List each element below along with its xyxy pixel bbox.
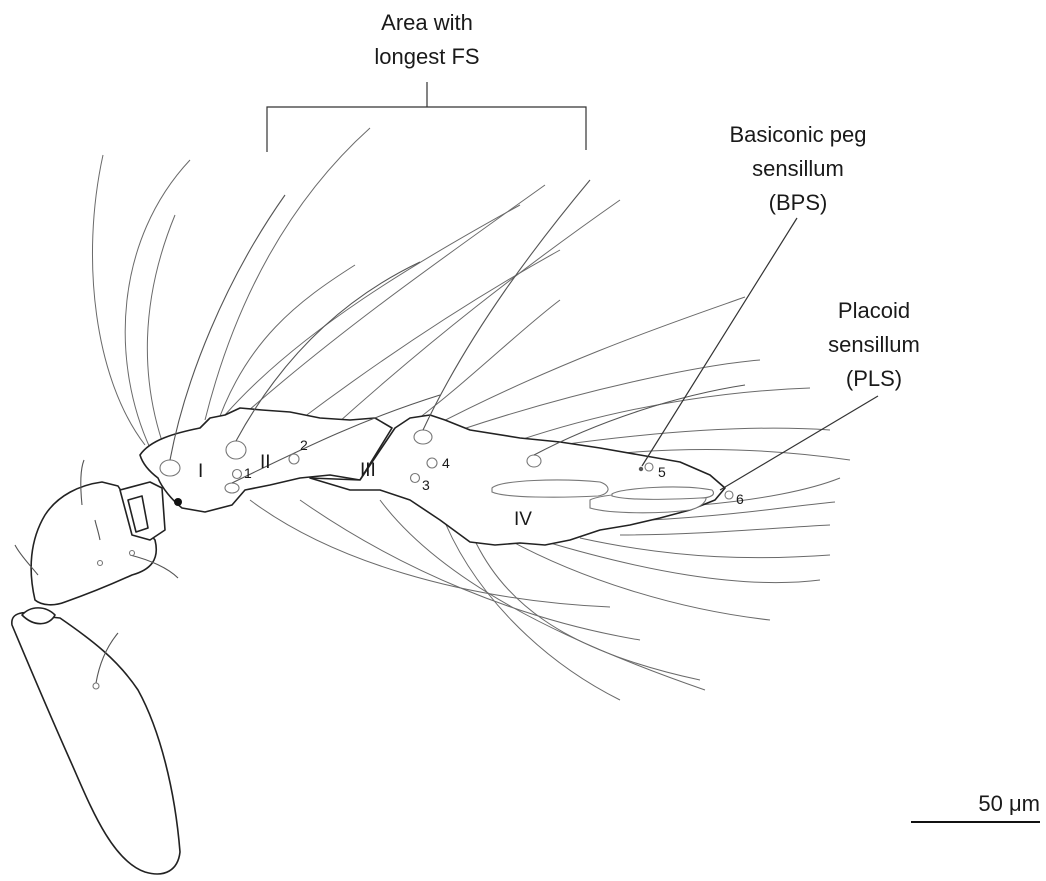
pls-label-line1: Placoid [838, 298, 910, 323]
sensillum-number-4: 4 [442, 455, 450, 471]
bps-label-line3: (BPS) [769, 190, 828, 215]
pigment-spot [174, 498, 182, 506]
segment-label-IV: IV [514, 509, 532, 530]
pls-label-line3: (PLS) [846, 366, 902, 391]
scape-pore [93, 683, 99, 689]
segment-label-II: II [260, 452, 271, 473]
segment-label-I: I [198, 461, 203, 482]
bps-label-line1: Basiconic peg [730, 122, 867, 147]
scape [12, 613, 180, 874]
pls-label-line2: sensillum [828, 332, 920, 357]
sensillum-number-3: 3 [422, 477, 430, 493]
bps-label-line2: sensillum [752, 156, 844, 181]
placoid-sensillum-plate [492, 480, 608, 497]
scale-bar-label: 50 μm [978, 791, 1040, 816]
segment-label-III: III [360, 460, 376, 481]
longest-fs-bracket [267, 82, 586, 152]
sensillum-5 [645, 463, 653, 471]
basiconic-peg [639, 467, 643, 471]
sensillum-4 [427, 458, 437, 468]
sensillum-number-6: 6 [736, 491, 744, 507]
sensillum-3 [411, 474, 420, 483]
area-label-line1: Area with [381, 10, 473, 35]
sensillum-number-5: 5 [658, 464, 666, 480]
sensillum-6 [725, 491, 733, 499]
setae-back [92, 128, 850, 460]
sensillum-number-2: 2 [300, 437, 308, 453]
area-label-line2: longest FS [374, 44, 479, 69]
sensillum-number-1: 1 [244, 465, 252, 481]
sensillum-2 [289, 454, 299, 464]
pls-leader-line [720, 396, 878, 490]
bps-leader-line [642, 218, 797, 466]
sensillum-1 [233, 470, 242, 479]
